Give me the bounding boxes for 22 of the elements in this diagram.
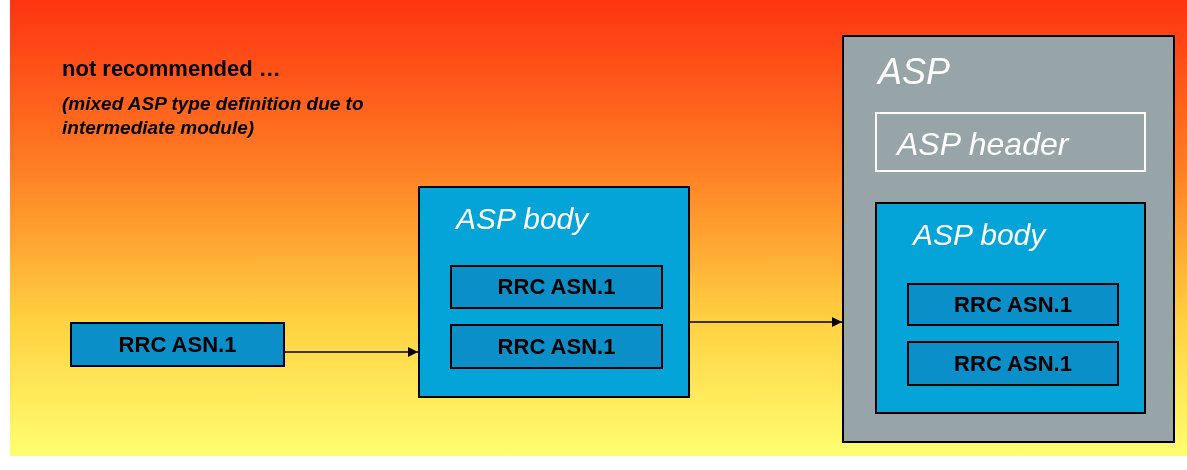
module-box — [907, 283, 1119, 326]
node-label: RRC ASN.1 — [953, 350, 1073, 377]
container-box — [875, 202, 1146, 414]
module-box — [450, 324, 663, 369]
node-label: RRC ASN.1 — [953, 291, 1073, 318]
not-recommended-note: not recommended … — [62, 56, 281, 82]
arrow — [689, 317, 843, 327]
note-text: (mixed ASP type definition due to intermediate module) — [62, 92, 365, 140]
node-label: RRC ASN.1 — [496, 333, 617, 360]
node-label: RRC ASN.1 — [496, 274, 617, 300]
node-label: RRC ASN.1 — [117, 331, 238, 358]
module-box — [450, 265, 663, 309]
node-label: ASP body — [456, 202, 589, 236]
node-label: ASP — [878, 51, 951, 93]
node-label: ASP header — [897, 126, 1069, 163]
module-box — [907, 341, 1119, 386]
container-box — [418, 186, 690, 398]
container-box — [842, 35, 1175, 443]
arrow — [284, 347, 419, 357]
node-label: ASP body — [913, 218, 1046, 252]
header-box — [875, 112, 1146, 172]
module-box — [70, 322, 285, 367]
